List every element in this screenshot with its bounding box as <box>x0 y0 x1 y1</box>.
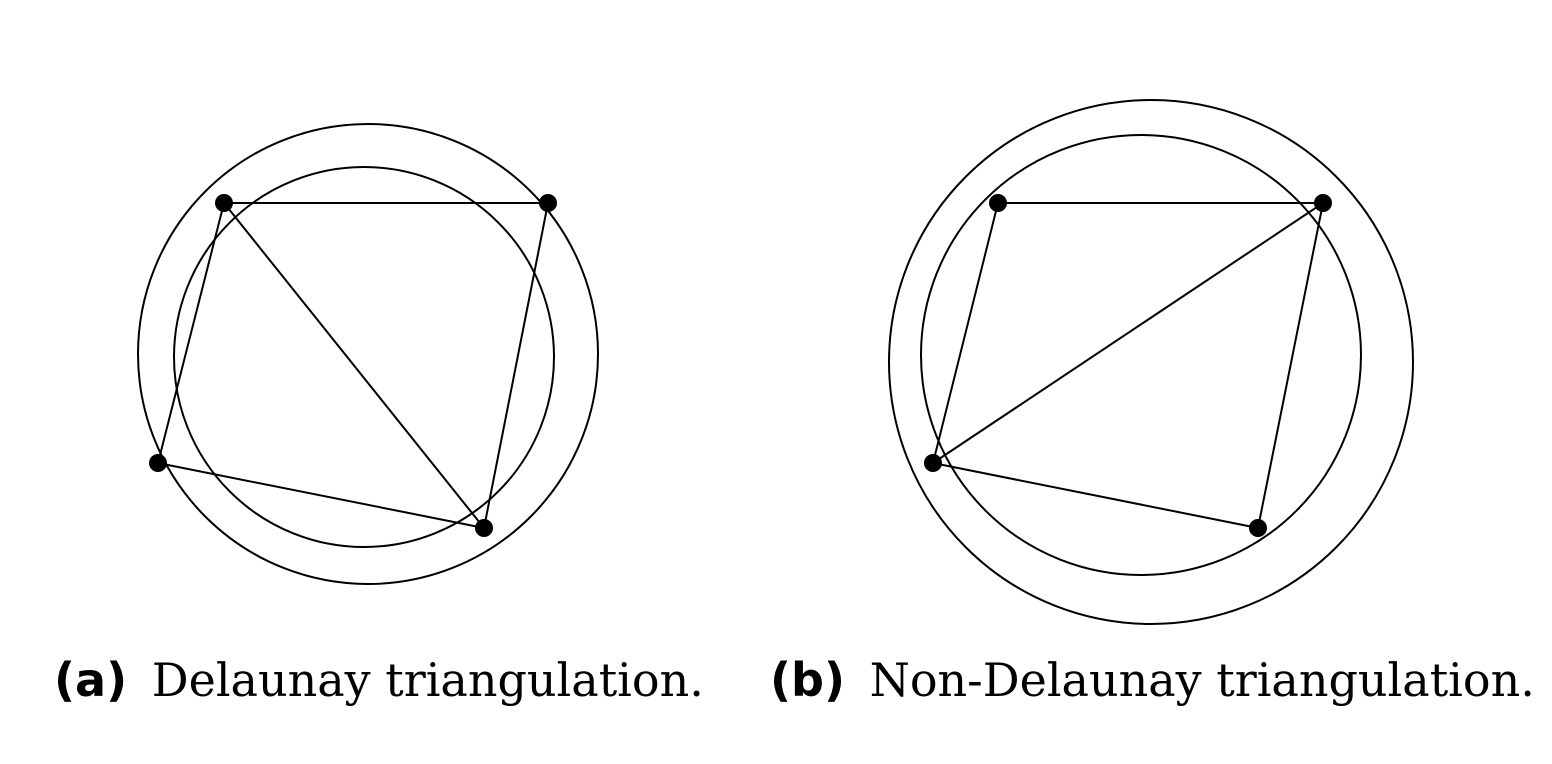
circumcircle-b-1 <box>920 134 1362 576</box>
edge-b-bottom <box>932 462 1259 529</box>
edge-b-left <box>932 202 999 464</box>
caption-b-text: Non-Delaunay triangulation. <box>870 653 1535 707</box>
circumcircle-a-1 <box>137 123 599 585</box>
edge-a-left <box>157 202 225 464</box>
caption-a-text: Delaunay triangulation. <box>152 653 704 707</box>
vertex-b-bottom-left <box>924 454 942 472</box>
vertex-b-top-left <box>989 194 1007 212</box>
panel-a-delaunay <box>137 123 599 585</box>
vertex-a-top-left <box>215 194 233 212</box>
caption-b-tag: (b) <box>770 653 845 707</box>
caption-a-tag: (a) <box>54 653 127 707</box>
edge-a-bottom <box>157 462 485 529</box>
circumcircle-b-2 <box>888 99 1414 625</box>
vertex-b-top-right <box>1314 194 1332 212</box>
vertex-a-bottom-left <box>149 454 167 472</box>
edge-b-right <box>1257 202 1324 529</box>
edge-a-right <box>483 202 549 529</box>
caption-a: (a) Delaunay triangulation. <box>54 653 704 707</box>
panel-b-non-delaunay <box>888 99 1414 625</box>
vertex-a-bottom-right <box>475 519 493 537</box>
edge-a-diagonal <box>223 202 485 529</box>
caption-b: (b) Non-Delaunay triangulation. <box>770 653 1535 707</box>
circumcircle-a-2 <box>173 166 555 548</box>
edge-b-diagonal <box>932 202 1324 464</box>
vertex-b-bottom-right <box>1249 519 1267 537</box>
vertex-a-top-right <box>539 194 557 212</box>
